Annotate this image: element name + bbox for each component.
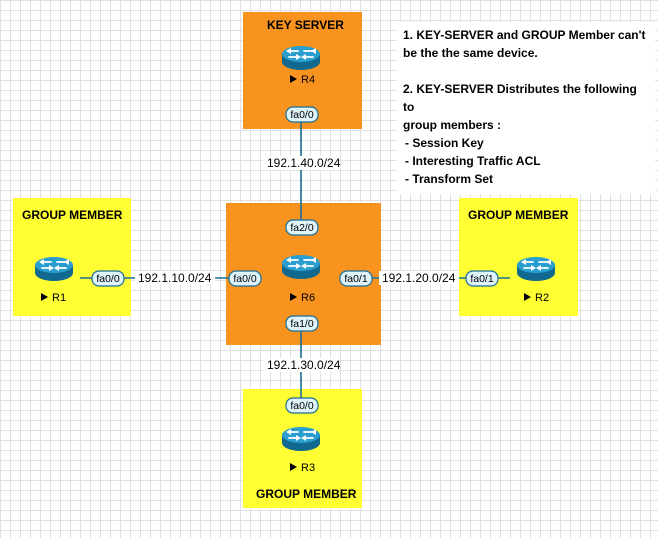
interface-r6-fa01[interactable]: fa0/1 — [339, 270, 373, 287]
notes-panel: 1. KEY-SERVER and GROUP Member can't be … — [397, 22, 655, 194]
router-icon — [34, 256, 74, 282]
router-icon — [281, 45, 321, 71]
network-label-10: 192.1.10.0/24 — [138, 271, 212, 285]
interface-label: fa0/0 — [96, 273, 120, 285]
router-r6-label: R6 — [301, 292, 315, 304]
interface-label: fa0/1 — [344, 273, 368, 285]
interface-label: fa0/0 — [233, 273, 257, 285]
router-r4[interactable]: R4 — [281, 45, 321, 86]
note-bullet-list: - Session Key - Interesting Traffic ACL … — [403, 134, 649, 188]
r3-group-title: GROUP MEMBER — [256, 487, 357, 501]
interface-r3-fa00[interactable]: fa0/0 — [285, 397, 319, 414]
network-label-30: 192.1.30.0/24 — [267, 358, 341, 372]
router-r3-label: R3 — [301, 462, 315, 474]
router-r4-label: R4 — [301, 74, 315, 86]
interface-r2-fa01[interactable]: fa0/1 — [465, 270, 499, 287]
router-r2-label: R2 — [535, 292, 549, 304]
note-bullet: - Transform Set — [405, 172, 494, 186]
interface-r6-fa00[interactable]: fa0/0 — [228, 270, 262, 287]
interface-r6-fa20[interactable]: fa2/0 — [285, 219, 319, 236]
note-bullet: - Session Key — [405, 136, 484, 150]
router-icon — [516, 256, 556, 282]
router-r3[interactable]: R3 — [281, 426, 321, 474]
router-icon — [281, 254, 321, 280]
note-2-line-1: 2. KEY-SERVER Distributes the following … — [403, 82, 637, 114]
network-label-40: 192.1.40.0/24 — [267, 156, 341, 170]
r2-group-box — [459, 198, 578, 316]
note-1-line-2: be the the same device. — [403, 46, 538, 60]
interface-r4-fa00[interactable]: fa0/0 — [285, 106, 319, 123]
interface-label: fa1/0 — [290, 318, 314, 330]
r2-group-title: GROUP MEMBER — [468, 208, 569, 222]
key-server-title: KEY SERVER — [267, 18, 344, 32]
interface-label: fa0/0 — [290, 109, 314, 121]
router-icon — [281, 426, 321, 452]
router-r6[interactable]: R6 — [281, 254, 321, 304]
interface-r6-fa10[interactable]: fa1/0 — [285, 315, 319, 332]
note-2-line-2: group members : — [403, 118, 502, 132]
r1-group-title: GROUP MEMBER — [22, 208, 123, 222]
interface-label: fa0/1 — [470, 273, 494, 285]
r1-group-box — [13, 198, 131, 316]
router-r2[interactable]: R2 — [516, 256, 556, 304]
interface-r1-fa00[interactable]: fa0/0 — [91, 270, 125, 287]
router-r1[interactable]: R1 — [34, 256, 74, 304]
network-label-20: 192.1.20.0/24 — [382, 271, 456, 285]
note-bullet: - Interesting Traffic ACL — [405, 154, 541, 168]
router-r1-label: R1 — [52, 292, 66, 304]
interface-label: fa2/0 — [290, 222, 314, 234]
note-1-line-1: 1. KEY-SERVER and GROUP Member can't — [403, 28, 646, 42]
interface-label: fa0/0 — [290, 400, 314, 412]
